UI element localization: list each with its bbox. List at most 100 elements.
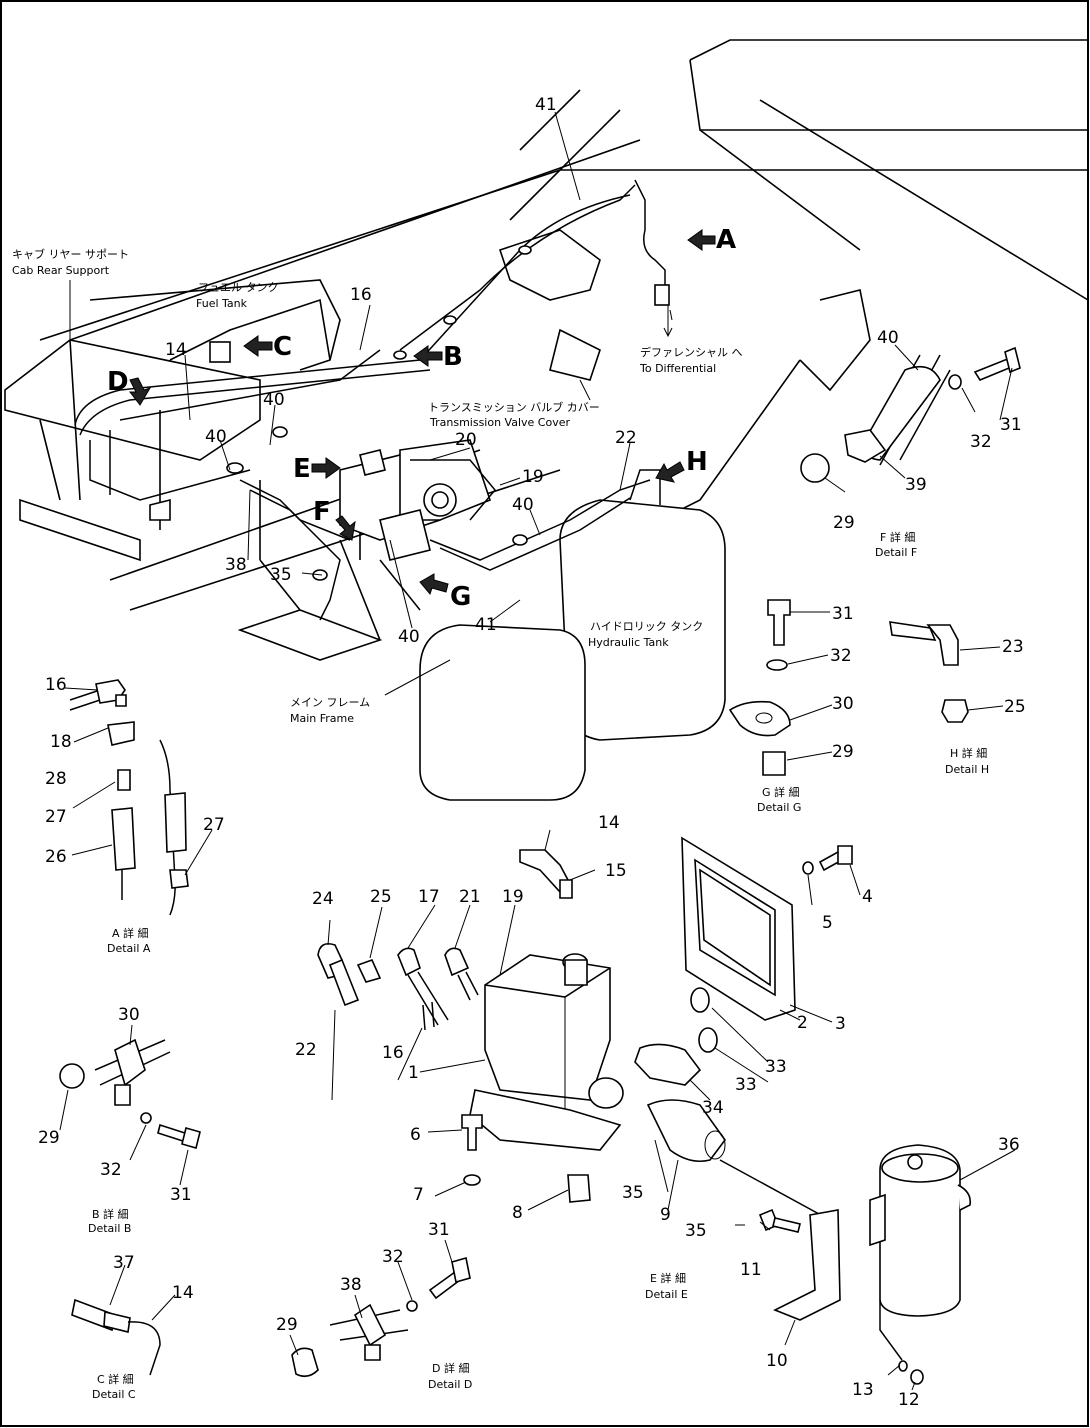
detail-a-en: Detail A [107, 942, 151, 955]
part-number-32-detail-b: 32 [100, 1160, 122, 1180]
part-number-25-detail-e: 25 [370, 887, 392, 907]
detail-c-en: Detail C [92, 1388, 136, 1401]
part-number-40-main-a: 40 [263, 390, 285, 410]
part-number-15-detail-e: 15 [605, 861, 627, 881]
fuel-tank-en: Fuel Tank [196, 297, 248, 310]
part-number-30-detail-b: 30 [118, 1005, 140, 1025]
part-number-29-detail-b: 29 [38, 1128, 60, 1148]
part-number-19-main: 19 [522, 467, 544, 487]
transmission-cover-en: Transmission Valve Cover [429, 416, 570, 429]
part-number-16-detail-a: 16 [45, 675, 67, 695]
part-number-40-main-d: 40 [398, 627, 420, 647]
part-number-17-detail-e: 17 [418, 887, 440, 907]
part-number-29-detail-g: 29 [832, 742, 854, 762]
cab-rear-support-jp: キャブ リヤー サポート [12, 247, 129, 261]
part-number-38-detail-d: 38 [340, 1275, 362, 1295]
detail-d-en: Detail D [428, 1378, 472, 1391]
part-number-31-detail-g: 31 [832, 604, 854, 624]
detail-g-jp: G 詳 細 [762, 785, 800, 799]
part-number-39-detail-f: 39 [905, 475, 927, 495]
arrow-c-icon [243, 335, 273, 357]
part-number-3-detail-e: 3 [835, 1014, 846, 1034]
hydraulic-tank-jp: ハイドロリック タンク [590, 620, 703, 633]
part-number-29-detail-d: 29 [276, 1315, 298, 1335]
transmission-cover-jp: トランスミッション バルブ カバー [428, 400, 600, 414]
detail-a-jp: A 詳 細 [112, 926, 149, 940]
detail-e-drawing [317, 829, 1016, 1391]
detail-d-jp: D 詳 細 [432, 1361, 469, 1375]
detail-f-en: Detail F [875, 546, 917, 559]
part-number-31-detail-d: 31 [428, 1220, 450, 1240]
detail-h-en: Detail H [945, 763, 989, 776]
part-number-31-detail-f: 31 [1000, 415, 1022, 435]
part-number-37-detail-c: 37 [113, 1253, 135, 1273]
arrow-a-icon [687, 229, 716, 251]
part-number-27-detail-a-right: 27 [203, 815, 225, 835]
part-number-4-detail-e: 4 [862, 887, 873, 907]
part-number-11-detail-e: 11 [740, 1260, 762, 1280]
part-number-1-detail-e: 1 [408, 1063, 419, 1083]
detail-f-drawing [800, 344, 1021, 493]
part-number-26-detail-a: 26 [45, 847, 67, 867]
fuel-tank-jp: フュエル タンク [198, 281, 279, 294]
part-number-23-detail-h: 23 [1002, 637, 1024, 657]
view-letter-a: A [716, 225, 736, 255]
part-number-21-detail-e: 21 [459, 887, 481, 907]
part-number-24-detail-e: 24 [312, 889, 334, 909]
part-number-33-detail-e-a: 33 [765, 1057, 787, 1077]
arrow-h-icon [655, 461, 685, 483]
view-letter-g: G [450, 582, 471, 612]
part-number-31-detail-b: 31 [170, 1185, 192, 1205]
detail-b-jp: B 詳 細 [92, 1207, 129, 1221]
part-number-12-detail-e: 12 [898, 1390, 920, 1410]
detail-b-drawing [59, 1024, 201, 1186]
part-number-32-detail-d: 32 [382, 1247, 404, 1267]
arrow-g-icon [419, 573, 449, 596]
view-letter-c: C [273, 332, 292, 362]
detail-c-drawing [71, 1264, 176, 1376]
part-number-32-detail-g: 32 [830, 646, 852, 666]
detail-d-drawing [289, 1239, 471, 1378]
view-letter-f: F [313, 497, 331, 527]
part-number-18-detail-a: 18 [50, 732, 72, 752]
detail-g-drawing [728, 599, 833, 776]
hose-lines [74, 179, 670, 621]
part-number-36-detail-e: 36 [998, 1135, 1020, 1155]
part-number-16-detail-e: 16 [382, 1043, 404, 1063]
part-number-29-detail-f: 29 [833, 513, 855, 533]
main-frame-en: Main Frame [290, 712, 354, 725]
part-number-13-detail-e: 13 [852, 1380, 874, 1400]
view-arrows [128, 229, 716, 596]
part-number-34-detail-e: 34 [702, 1098, 724, 1118]
leader-lines-main [69, 111, 673, 696]
arrow-b-icon [413, 345, 443, 367]
part-number-22-main: 22 [615, 428, 637, 448]
part-labels: 41 16 14 40 40 20 22 19 40 38 35 40 41 A… [12, 95, 1026, 1410]
detail-h-jp: H 詳 細 [950, 746, 987, 760]
detail-g-en: Detail G [757, 801, 801, 814]
hydraulic-tank [419, 469, 726, 801]
detail-b-en: Detail B [88, 1222, 131, 1235]
differential-jp: デファレンシャル へ [640, 345, 743, 359]
detail-h-drawing [889, 621, 1004, 723]
part-number-14-top: 14 [165, 340, 187, 360]
part-number-30-detail-g: 30 [832, 694, 854, 714]
part-number-32-detail-f: 32 [970, 432, 992, 452]
breather-assembly [339, 439, 491, 561]
arrow-d-icon [128, 377, 152, 406]
main-frame-jp: メイン フレーム [290, 696, 370, 709]
part-number-41-main: 41 [475, 615, 497, 635]
cab-rear-support-en: Cab Rear Support [12, 264, 110, 277]
part-number-10-detail-e: 10 [766, 1351, 788, 1371]
part-number-22-detail-e: 22 [295, 1040, 317, 1060]
detail-c-jp: C 詳 細 [97, 1372, 134, 1386]
detail-e-en: Detail E [645, 1288, 688, 1301]
view-letter-b: B [443, 342, 463, 372]
part-number-19-detail-e: 19 [502, 887, 524, 907]
detail-e-jp: E 詳 細 [650, 1271, 686, 1285]
part-number-20-main: 20 [455, 430, 477, 450]
part-number-33-detail-e-b: 33 [735, 1075, 757, 1095]
part-number-40-main-b: 40 [205, 427, 227, 447]
